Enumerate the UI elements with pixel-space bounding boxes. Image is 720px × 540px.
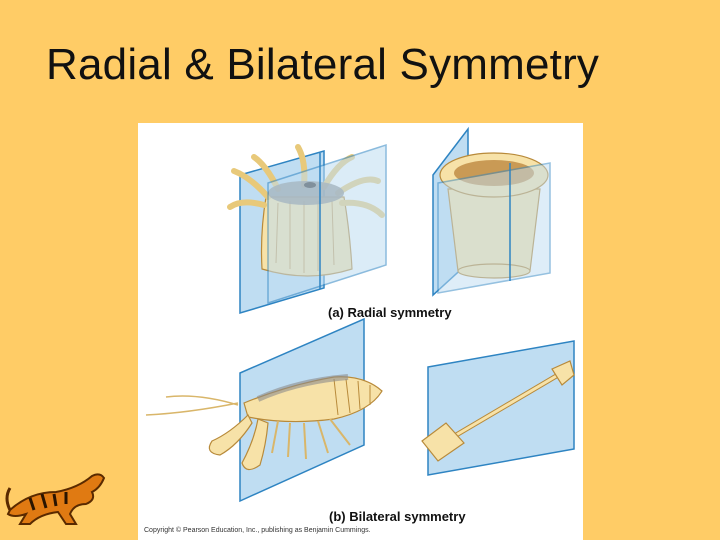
symmetry-illustration bbox=[138, 123, 583, 540]
caption-radial-symmetry: (a) Radial symmetry bbox=[328, 305, 452, 320]
symmetry-figure: (a) Radial symmetry (b) Bilateral symmet… bbox=[138, 123, 583, 540]
copyright-notice: Copyright © Pearson Education, Inc., pub… bbox=[144, 527, 371, 534]
flower-pot-illustration bbox=[433, 129, 550, 295]
caption-bilateral-symmetry: (b) Bilateral symmetry bbox=[329, 509, 466, 524]
shovel-illustration bbox=[422, 341, 574, 475]
tiger-icon bbox=[0, 458, 110, 530]
slide-title: Radial & Bilateral Symmetry bbox=[46, 40, 599, 90]
